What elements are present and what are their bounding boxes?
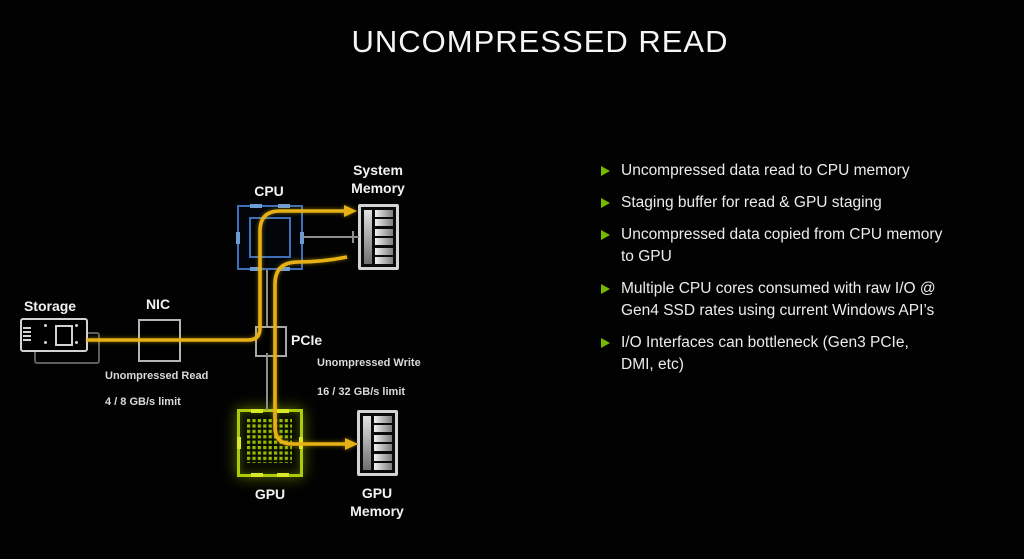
gpu-icon <box>237 409 303 477</box>
gpu-memory-label: GPU Memory <box>350 485 404 519</box>
storage-connector <box>23 327 31 343</box>
storage-screw <box>44 324 47 327</box>
bullet-text: Uncompressed data read to CPU memory <box>621 162 910 179</box>
system-memory-icon <box>358 204 399 270</box>
cpu-socket-tab <box>250 204 262 208</box>
cpu-socket-tab <box>250 267 262 271</box>
cpu-icon <box>236 204 304 271</box>
memory-edge-bar <box>363 416 371 470</box>
gpu-socket-tab <box>251 409 263 413</box>
bullet-text: Multiple CPU cores consumed with raw I/O… <box>621 280 936 319</box>
pcie-label: PCIe <box>291 332 323 348</box>
bullet-triangle-icon <box>601 284 610 294</box>
read-flow-limit: 4 / 8 GB/s limit <box>105 396 181 408</box>
slide-title: UNCOMPRESSED READ <box>351 24 729 59</box>
bullet-triangle-icon <box>601 230 610 240</box>
read-flow-label: Unompressed Read <box>105 370 209 382</box>
bullet-item: Uncompressed data read to CPU memory <box>601 160 942 182</box>
gpu-label: GPU <box>254 486 286 502</box>
nic-icon <box>138 319 181 362</box>
pcie-icon <box>255 326 287 357</box>
bullet-triangle-icon <box>601 166 610 176</box>
read-flow-arrow <box>87 205 357 342</box>
bullet-text: Uncompressed data copied from CPU memory… <box>621 226 943 265</box>
bullet-triangle-icon <box>601 338 610 348</box>
gpu-socket-tab <box>251 473 263 477</box>
cpu-die <box>249 217 291 258</box>
write-flow-limit: 16 / 32 GB/s limit <box>317 386 406 398</box>
gpu-socket-tab <box>277 409 289 413</box>
gpu-memory-icon <box>357 410 398 476</box>
bullet-list: Uncompressed data read to CPU memory Sta… <box>601 160 942 386</box>
cpu-socket-tab <box>278 267 290 271</box>
cpu-socket-tab <box>300 232 304 244</box>
storage-icon <box>20 316 100 364</box>
cpu-socket-tab <box>236 232 240 244</box>
bullet-item: I/O Interfaces can bottleneck (Gen3 PCIe… <box>601 332 942 376</box>
cpu-label: CPU <box>254 183 284 199</box>
nic-label: NIC <box>145 296 171 312</box>
gpu-socket-tab <box>299 437 303 449</box>
memory-chip-slots <box>374 416 392 470</box>
gpu-core-grid <box>247 419 292 463</box>
storage-screw <box>44 341 47 344</box>
gpu-socket-tab <box>237 437 241 449</box>
bullet-text: Staging buffer for read & GPU staging <box>621 194 882 211</box>
storage-chip <box>55 325 73 346</box>
memory-edge-bar <box>364 210 372 264</box>
cpu-socket-tab <box>278 204 290 208</box>
storage-label: Storage <box>23 298 77 314</box>
memory-chip-slots <box>375 210 393 264</box>
system-memory-label: System Memory <box>351 162 405 196</box>
gpu-socket-tab <box>277 473 289 477</box>
bullet-item: Multiple CPU cores consumed with raw I/O… <box>601 278 942 322</box>
read-arrowhead <box>344 205 357 217</box>
write-flow-label: Unompressed Write <box>317 357 421 369</box>
bullet-triangle-icon <box>601 198 610 208</box>
storage-screw <box>75 324 78 327</box>
bullet-item: Staging buffer for read & GPU staging <box>601 192 942 214</box>
bullet-item: Uncompressed data copied from CPU memory… <box>601 224 942 268</box>
storage-card <box>20 318 88 352</box>
bullet-text: I/O Interfaces can bottleneck (Gen3 PCIe… <box>621 334 909 373</box>
storage-screw <box>75 341 78 344</box>
